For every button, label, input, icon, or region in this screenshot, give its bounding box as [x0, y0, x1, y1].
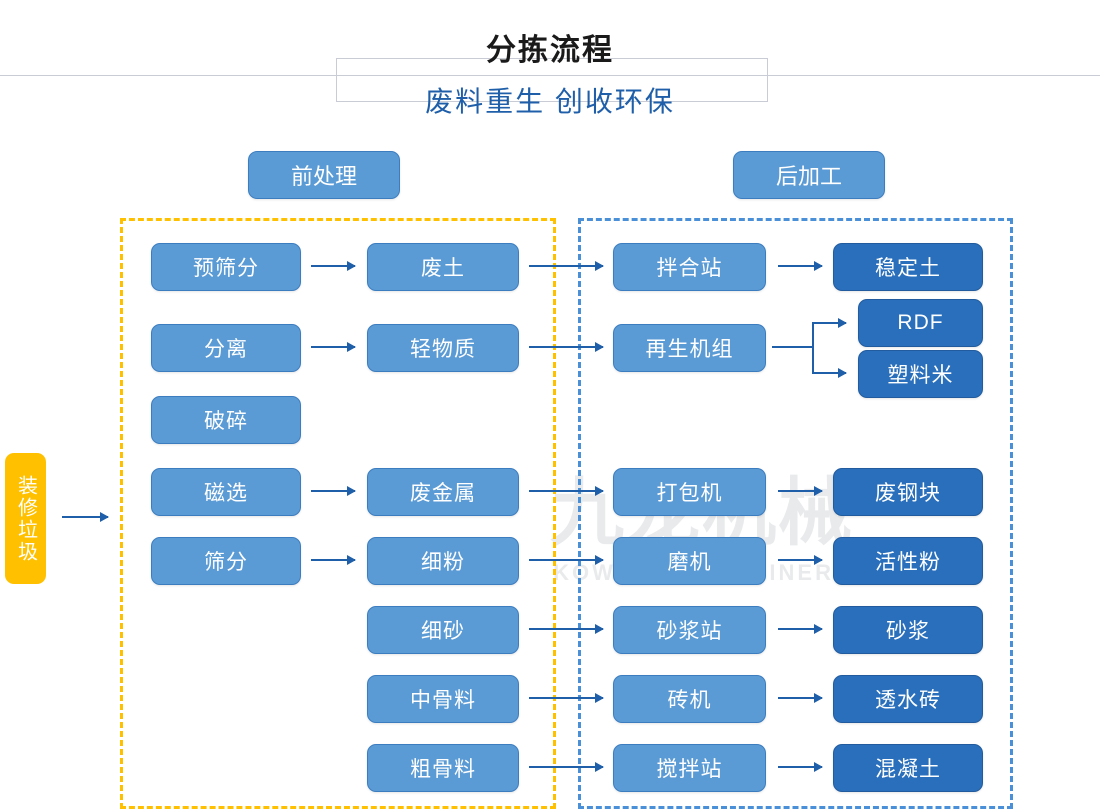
node-product-hunningtu[interactable]: 混凝土 [833, 744, 983, 792]
arrow-banhezhan-to-wendingtu [778, 261, 823, 271]
arrow-fenli-to-qingwuzhi [311, 342, 356, 352]
region-postprocessing [578, 218, 1013, 809]
arrow-xifen-to-moji [529, 555, 604, 565]
node-product-wendingtu[interactable]: 稳定土 [833, 243, 983, 291]
region-preprocessing [120, 218, 556, 809]
arrow-zhonggu-to-zhuanji [529, 693, 604, 703]
node-material-zhonggu[interactable]: 中骨料 [367, 675, 519, 723]
node-product-rdf[interactable]: RDF [858, 299, 983, 347]
node-process-yushaifen[interactable]: 预筛分 [151, 243, 301, 291]
arrow-jiaobanzhan-to-hunningtu [778, 762, 823, 772]
arrow-zhuanji-to-toushuizhuan [778, 693, 823, 703]
arrow-qingwuzhi-to-zaishengjizu [529, 342, 604, 352]
node-product-shajiang[interactable]: 砂浆 [833, 606, 983, 654]
node-material-xifen[interactable]: 细粉 [367, 537, 519, 585]
arrow-source-to-preprocessing [62, 512, 109, 522]
node-product-huoxingfen[interactable]: 活性粉 [833, 537, 983, 585]
page-title: 分拣流程 [486, 34, 614, 67]
title-frame [336, 58, 768, 102]
node-material-xisha[interactable]: 细砂 [367, 606, 519, 654]
arrow-zaishengjizu-to-rdf [812, 318, 847, 328]
node-process-posui[interactable]: 破碎 [151, 396, 301, 444]
node-equipment-shajiangzhan[interactable]: 砂浆站 [613, 606, 766, 654]
header-rule [0, 75, 1100, 76]
node-process-fenli[interactable]: 分离 [151, 324, 301, 372]
branch-stem-zaishengjizu [772, 346, 814, 348]
node-process-shaifen[interactable]: 筛分 [151, 537, 301, 585]
arrow-shaifen-to-xifen [311, 555, 356, 565]
node-process-cixuan[interactable]: 磁选 [151, 468, 301, 516]
node-equipment-zhuanji[interactable]: 砖机 [613, 675, 766, 723]
arrow-xisha-to-shajiangzhan [529, 624, 604, 634]
section-badge-postprocessing[interactable]: 后加工 [733, 151, 885, 199]
source-node-label: 装修垃圾 [14, 474, 37, 563]
node-equipment-banhezhan[interactable]: 拌合站 [613, 243, 766, 291]
source-node-renovation-waste[interactable]: 装修垃圾 [5, 453, 46, 584]
node-material-qingwuzhi[interactable]: 轻物质 [367, 324, 519, 372]
node-product-feigangkuai[interactable]: 废钢块 [833, 468, 983, 516]
arrow-yushaifen-to-feitu [311, 261, 356, 271]
arrow-feijinshu-to-dabaoji [529, 486, 604, 496]
arrow-zaishengjizu-to-suliaomi [812, 368, 847, 378]
arrow-feitu-to-banheZhan [529, 261, 604, 271]
node-material-cugu[interactable]: 粗骨料 [367, 744, 519, 792]
node-equipment-zaishengjizu[interactable]: 再生机组 [613, 324, 766, 372]
node-product-suliaomi[interactable]: 塑料米 [858, 350, 983, 398]
node-equipment-dabaoji[interactable]: 打包机 [613, 468, 766, 516]
node-product-toushuizhuan[interactable]: 透水砖 [833, 675, 983, 723]
node-equipment-jiaobanzhan[interactable]: 搅拌站 [613, 744, 766, 792]
node-material-feijinshu[interactable]: 废金属 [367, 468, 519, 516]
node-equipment-moji[interactable]: 磨机 [613, 537, 766, 585]
arrow-moji-to-huoxingfen [778, 555, 823, 565]
arrow-cixuan-to-feijinshu [311, 486, 356, 496]
arrow-cugu-to-jiaobanzhan [529, 762, 604, 772]
node-material-feitu[interactable]: 废土 [367, 243, 519, 291]
branch-riser-zaishengjizu [812, 322, 814, 374]
page-subtitle: 废料重生 创收环保 [425, 86, 675, 117]
arrow-dabaoji-to-feigangkuai [778, 486, 823, 496]
arrow-shajiangzhan-to-shajiang [778, 624, 823, 634]
section-badge-preprocessing[interactable]: 前处理 [248, 151, 400, 199]
